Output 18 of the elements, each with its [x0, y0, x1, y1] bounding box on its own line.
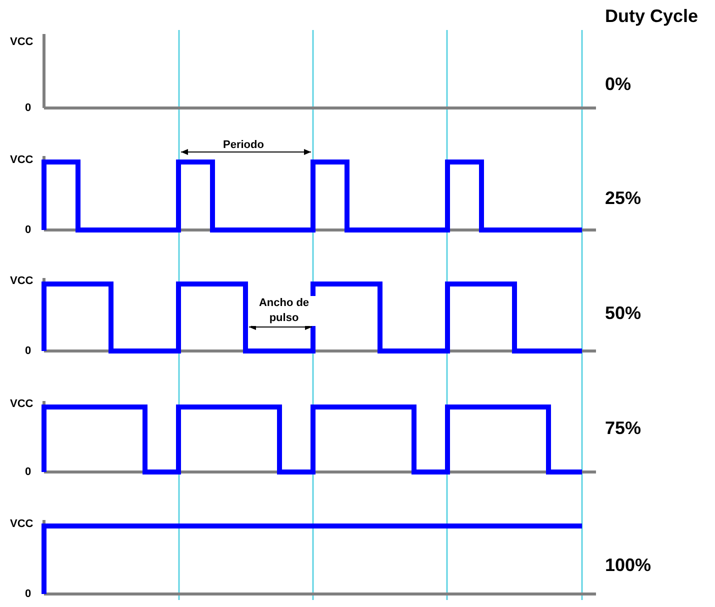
- duty-cycle-value: 25%: [605, 188, 642, 209]
- dimension-label: Ancho de pulso: [252, 296, 316, 326]
- axis-label: 0: [25, 466, 32, 478]
- axis-label: VCC: [10, 398, 34, 410]
- axis-label: 0: [25, 102, 32, 114]
- axis-label: 0: [25, 588, 32, 600]
- axis-label: 0: [25, 345, 32, 357]
- axis-label: VCC: [10, 36, 34, 48]
- axis-label: VCC: [10, 275, 34, 287]
- axis-label: 0: [25, 224, 32, 236]
- duty-cycle-value: 50%: [605, 303, 642, 324]
- column-heading: Duty Cycle: [605, 6, 698, 27]
- duty-cycle-value: 75%: [605, 418, 642, 439]
- dimension-label: Periodo: [223, 139, 264, 151]
- axis-label: VCC: [10, 518, 34, 530]
- duty-cycle-value: 0%: [605, 74, 632, 95]
- duty-cycle-value: 100%: [605, 555, 652, 576]
- axis-label: VCC: [10, 154, 34, 166]
